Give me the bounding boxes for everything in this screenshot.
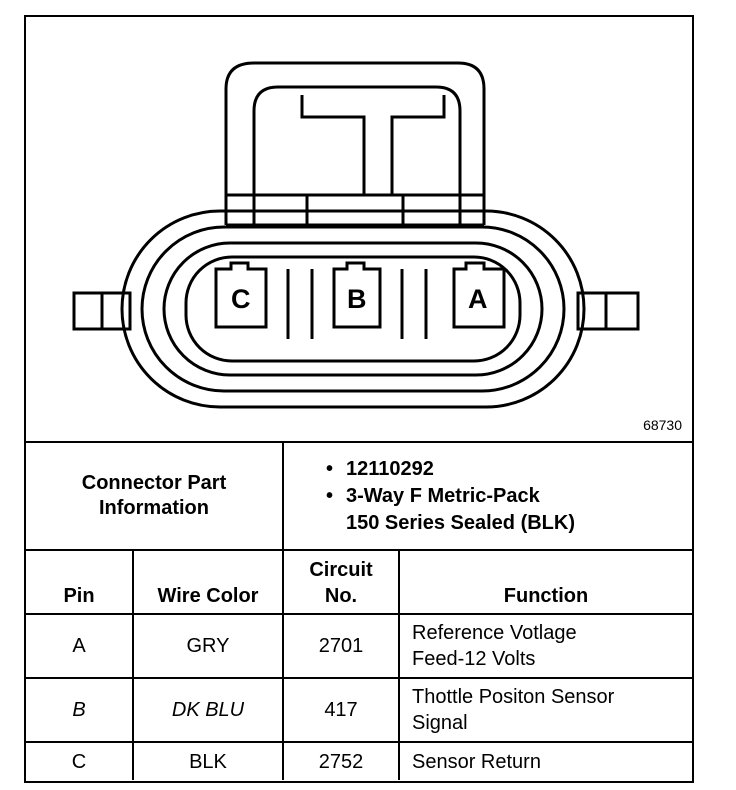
shell-middle [140, 225, 566, 393]
circuit-cell: 2701 [282, 613, 400, 679]
part-number: 12110292 [346, 457, 434, 480]
col-wire-color-header: Wire Color [132, 549, 284, 615]
function-cell: Reference Votlage Feed-12 Volts [398, 613, 692, 679]
circuit-cell: 417 [282, 677, 400, 743]
table-row: C BLK 2752 Sensor Return [26, 741, 692, 780]
shell-outer [120, 209, 586, 409]
col-pin-header: Pin [26, 549, 134, 615]
cavity-a [452, 261, 506, 329]
figure-number: 68730 [643, 417, 682, 433]
pin-cell: C [26, 741, 134, 780]
wire-color-cell: DK BLU [132, 677, 284, 743]
col-function-header: Function [398, 549, 692, 615]
part-number-line: •12110292 [326, 457, 434, 480]
pin-cell: A [26, 613, 134, 679]
part-description-line: •3-Way F Metric-Pack [326, 484, 540, 507]
wire-color-cell: GRY [132, 613, 284, 679]
connector-illustration [72, 61, 640, 409]
pin-label-a: A [468, 284, 488, 314]
part-info-details: •12110292 •3-Way F Metric-Pack 150 Serie… [282, 441, 692, 551]
pin-cell: B [26, 677, 134, 743]
circuit-cell: 2752 [282, 741, 400, 780]
part-description-line-2: 150 Series Sealed (BLK) [326, 510, 692, 537]
connector-drawing: C B A 68730 [26, 17, 692, 441]
pin-label-b: B [347, 284, 367, 314]
part-description-1: 3-Way F Metric-Pack [346, 484, 540, 507]
col-circuit-header: Circuit No. [282, 549, 400, 615]
pin-label-c: C [231, 284, 251, 314]
cavity-b [332, 261, 382, 329]
shell-inner [162, 241, 544, 377]
part-info-label: Connector Part Information [26, 441, 284, 551]
connector-info-table: Connector Part Information •12110292 •3-… [26, 441, 692, 780]
header-row: Pin Wire Color Circuit No. Function [26, 549, 692, 615]
wire-color-cell: BLK [132, 741, 284, 780]
right-ear [576, 291, 640, 331]
table-row: A GRY 2701 Reference Votlage Feed-12 Vol… [26, 613, 692, 679]
function-cell: Sensor Return [398, 741, 692, 780]
connector-sheet: C B A 68730 Connector Part Information •… [24, 15, 694, 783]
function-cell: Thottle Positon Sensor Signal [398, 677, 692, 743]
part-info-row: Connector Part Information •12110292 •3-… [26, 441, 692, 551]
part-description-2: 150 Series Sealed (BLK) [346, 511, 575, 534]
cavity-frame [184, 255, 522, 363]
latch-t [300, 95, 446, 197]
lock-tab-outer [224, 61, 486, 225]
table-row: B DK BLU 417 Thottle Positon Sensor Sign… [26, 677, 692, 743]
cavity-c [214, 261, 268, 329]
lock-tab-inner [252, 85, 462, 225]
